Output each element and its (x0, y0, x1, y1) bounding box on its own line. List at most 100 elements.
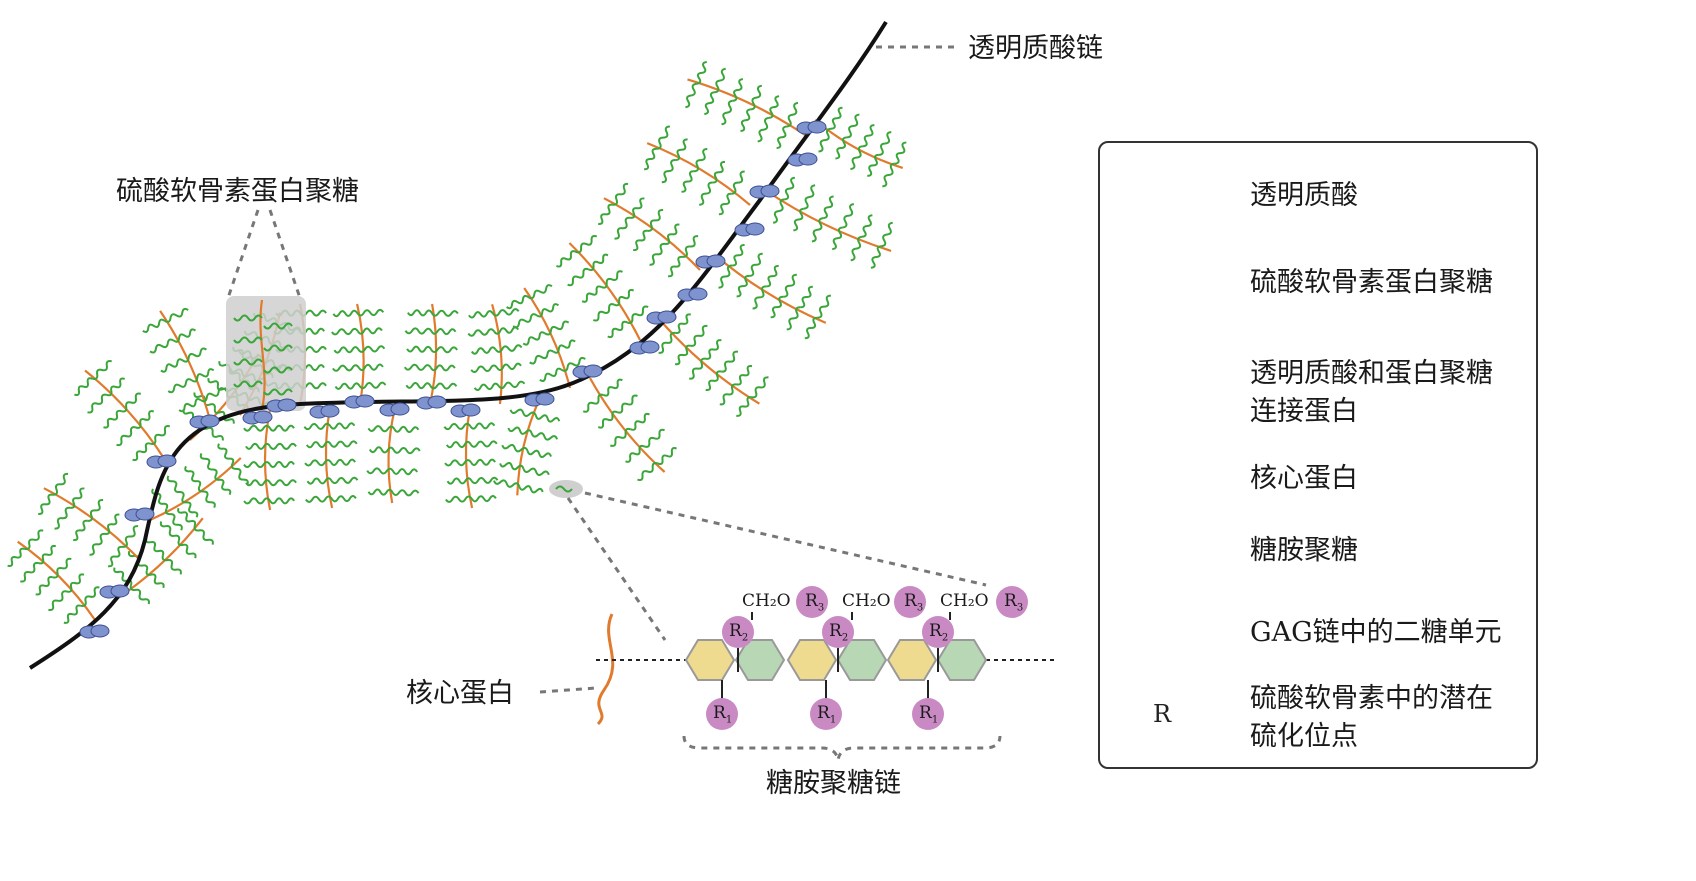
gag-chain (430, 346, 458, 354)
gag-chain (567, 267, 589, 287)
gag-chain (757, 116, 769, 143)
gag-chain (626, 305, 649, 324)
gag-chain (536, 303, 560, 318)
gag-chain (429, 382, 458, 390)
gag-chain (106, 377, 125, 397)
link-protein (135, 507, 155, 521)
gag-chain (633, 229, 648, 252)
gag-chain (772, 198, 785, 224)
gag-chain (699, 181, 713, 206)
gag-chain (846, 113, 860, 139)
aggrecan-leader-left (226, 209, 260, 299)
gag-chain (357, 327, 383, 335)
gag-chain (269, 424, 295, 432)
r3-site (996, 586, 1028, 618)
gag-chain (800, 285, 813, 309)
gag-chain (161, 555, 182, 575)
gag-chain (404, 327, 433, 335)
link-proteins (79, 120, 827, 639)
gag-chain (732, 243, 745, 267)
r3-site (796, 586, 828, 618)
link-protein (583, 364, 603, 378)
gag-chain (80, 586, 100, 607)
gag-chain (107, 545, 123, 568)
gag-chain (658, 331, 676, 354)
gag-chain (705, 339, 722, 360)
gag-chain (712, 160, 726, 184)
gag-chain (835, 136, 848, 160)
aggrecan-diagram (7, 20, 1227, 761)
gag-chain (714, 67, 726, 94)
gag-chain (214, 474, 232, 496)
link-protein (760, 184, 780, 198)
gag-chain (749, 252, 763, 277)
legend (1098, 141, 1538, 769)
link-protein (157, 454, 177, 468)
gag-chain (217, 443, 235, 464)
gag-chain (305, 495, 333, 503)
gag-chain (243, 424, 271, 432)
gag-chain (561, 356, 586, 372)
gag-zoom-source (549, 480, 583, 498)
gag-chain (804, 316, 818, 340)
gag-chain (493, 479, 521, 488)
aggrecan-leader-right (268, 209, 302, 299)
gag-chain (145, 537, 165, 556)
gag-chain (693, 148, 708, 173)
gag-chain (103, 409, 122, 429)
zoom-core-protein (596, 613, 615, 726)
gag-chain (63, 604, 82, 624)
gag-chain (132, 442, 151, 462)
gag-chain (731, 170, 745, 195)
legend-label-link-protein-line2: 连接蛋白 (1250, 396, 1358, 427)
gag-chain (149, 338, 175, 354)
gag-chain (470, 458, 496, 466)
gag-chain (556, 250, 577, 268)
r2-label: R2 (929, 621, 949, 644)
link-protein (253, 410, 273, 424)
gag-chain (89, 532, 106, 556)
gag-chain (750, 84, 762, 111)
gag-chain (406, 345, 432, 353)
gag-chain (305, 440, 332, 449)
gag-chain (473, 382, 500, 392)
gag-chain (367, 425, 396, 433)
gag-chain (592, 303, 615, 322)
gag-chain (522, 331, 546, 346)
legend-label-core-protein: 核心蛋白 (1250, 463, 1358, 494)
gag-chain (793, 207, 804, 232)
gag-chain (529, 349, 554, 365)
gag-chain (690, 324, 708, 347)
gag-chain (612, 182, 629, 206)
r1-site (912, 698, 944, 730)
gag-chain (685, 82, 697, 109)
gag-chain (661, 159, 676, 184)
r1-label: R1 (919, 703, 939, 726)
gag-chain (469, 422, 496, 430)
gag-chain (334, 382, 361, 390)
gag-chain (527, 284, 553, 300)
link-protein (90, 624, 110, 638)
gag-chain (403, 363, 432, 371)
gag-chain (736, 364, 753, 386)
gag-chain (581, 285, 602, 303)
gag-chain (330, 458, 356, 466)
link-protein (798, 152, 818, 166)
gag-chain (366, 467, 395, 475)
gag-chain (430, 327, 457, 336)
gag-chain (467, 328, 495, 337)
core-protein-strand (714, 254, 827, 324)
gag-chain (392, 468, 418, 476)
r1-label: R1 (817, 703, 837, 726)
gag-chain (407, 309, 433, 317)
gag-chain (66, 573, 85, 593)
gag-chain (704, 91, 715, 115)
r3-site (894, 586, 926, 618)
gag-chain (177, 540, 197, 559)
gag-chain (330, 476, 359, 485)
gag-chain (164, 508, 183, 531)
gag-chain (193, 525, 214, 545)
gag-chain (191, 368, 215, 383)
gag-chain (740, 108, 751, 132)
gag-chain (230, 463, 249, 486)
